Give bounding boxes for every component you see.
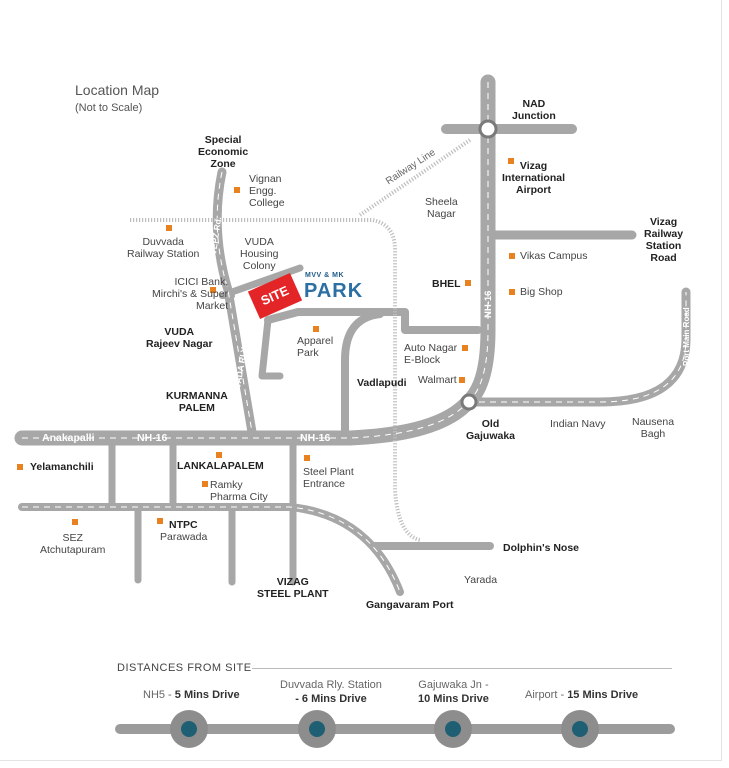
icici-label: ICICI Bank, Mirchi's & Super Market xyxy=(152,276,229,312)
distance-place: NH5 - xyxy=(143,689,175,701)
auto-nagar-marker xyxy=(462,345,468,351)
vignan-marker xyxy=(234,187,240,193)
brand-small-text: MVV & MK xyxy=(305,272,344,279)
yarada-label: Yarada xyxy=(464,574,498,586)
dolphins-nose-label: Dolphin's Nose xyxy=(503,542,580,554)
distance-time: - 6 Mins Drive xyxy=(295,693,367,705)
ramky-marker xyxy=(202,481,208,487)
walmart-marker xyxy=(459,377,465,383)
vuda-rajeev-nagar-label: VUDA Rajeev Nagar xyxy=(146,326,213,350)
site-connector-road xyxy=(228,264,304,296)
port-main-road xyxy=(463,287,691,407)
vignan-label: Vignan Engg. College xyxy=(249,173,285,209)
big-shop-label: Big Shop xyxy=(520,286,563,298)
bhel-label: BHEL xyxy=(432,278,461,290)
distance-place: Gajuwaka Jn - xyxy=(418,679,489,691)
anakapalli-road-label: Anakapalli xyxy=(42,432,95,444)
distance-item: Duvvada Rly. Station - 6 Mins Drive xyxy=(280,678,382,706)
steel-plant-entrance-marker xyxy=(304,455,310,461)
lankalapalem-marker xyxy=(216,452,222,458)
apparel-park-label: Apparel Park xyxy=(297,335,334,359)
yelamanchili-label: Yelamanchili xyxy=(30,461,94,473)
distance-item: Gajuwaka Jn - 10 Mins Drive xyxy=(418,678,489,706)
vadlapudi-label: Vadlapudi xyxy=(357,377,407,389)
parawada-label: Parawada xyxy=(160,531,208,543)
railway-line xyxy=(358,138,472,217)
steel-plant-entrance-label: Steel Plant Entrance xyxy=(303,466,354,490)
vadlapudi-road xyxy=(341,310,384,436)
distance-stop xyxy=(298,710,336,748)
yelamanchili-marker xyxy=(17,464,23,470)
sez-top-label: Special Economic Zone xyxy=(198,134,249,170)
sez-atchutapuram-label: SEZ Atchutapuram xyxy=(40,532,106,556)
map-subtitle: (Not to Scale) xyxy=(75,102,143,114)
ntpc-label: NTPC xyxy=(169,519,198,531)
distances-heading: DISTANCES FROM SITE xyxy=(117,662,252,674)
sheela-nagar-label: Sheela Nagar xyxy=(425,196,458,220)
sez-atchutapuram-marker xyxy=(72,519,78,525)
walmart-label: Walmart xyxy=(418,374,457,386)
vikas-campus-label: Vikas Campus xyxy=(520,250,588,262)
nh16-vertical-label: NH-16 xyxy=(483,290,494,318)
gajuwaka-junction-circle xyxy=(460,393,478,411)
big-shop-marker xyxy=(509,289,515,295)
port-main-road-label: Port Main Road xyxy=(682,307,691,366)
old-gajuwaka-label: Old Gajuwaka xyxy=(466,418,516,442)
nad-junction-circle xyxy=(478,119,498,139)
distance-item: NH5 - 5 Mins Drive xyxy=(143,688,240,702)
distance-item: Airport - 15 Mins Drive xyxy=(525,688,638,702)
map-title: Location Map xyxy=(75,82,160,98)
distance-time: 10 Mins Drive xyxy=(418,693,489,705)
nh16-left-label: NH-16 xyxy=(137,432,168,444)
lankalapalem-label: LANKALAPALEM xyxy=(177,460,264,472)
nausena-bagh-label: Nausena Bagh xyxy=(632,416,675,440)
distance-place: Airport - xyxy=(525,689,568,701)
icici-marker xyxy=(210,287,216,293)
ntpc-marker xyxy=(157,518,163,524)
vizag-steel-plant-label: VIZAG STEEL PLANT xyxy=(257,576,329,600)
vikas-campus-marker xyxy=(509,253,515,259)
distance-time: 15 Mins Drive xyxy=(567,689,639,701)
indian-navy-label: Indian Navy xyxy=(550,418,606,430)
distance-stop xyxy=(434,710,472,748)
site-south-road xyxy=(258,316,284,380)
distance-stop xyxy=(170,710,208,748)
nad-junction-label: NAD Junction xyxy=(512,98,556,122)
distance-stop xyxy=(561,710,599,748)
distances-divider xyxy=(252,668,672,669)
bhel-marker xyxy=(465,280,471,286)
airport-marker xyxy=(508,158,514,164)
distance-place: Duvvada Rly. Station xyxy=(280,679,382,691)
gangavaram-port-label: Gangavaram Port xyxy=(366,599,454,611)
vuda-housing-label: VUDA Housing Colony xyxy=(240,236,279,272)
nh16-mid-label: NH-16 xyxy=(300,432,331,444)
vizag-airport-label: Vizag International Airport xyxy=(502,160,566,196)
duvvada-station-marker xyxy=(166,225,172,231)
apparel-park-marker xyxy=(313,326,319,332)
distance-bar xyxy=(115,724,675,734)
brand-logo: PARK xyxy=(304,280,364,302)
distance-time: 5 Mins Drive xyxy=(174,689,240,701)
ramky-label: Ramky Pharma City xyxy=(210,479,268,503)
duvvada-station-label: Duvvada Railway Station xyxy=(127,236,200,260)
vizag-rly-station-road-label: Vizag Railway Station Road xyxy=(644,216,684,264)
kurmanna-palem-label: KURMANNA PALEM xyxy=(166,390,228,414)
auto-nagar-label: Auto Nagar E-Block xyxy=(404,342,458,366)
